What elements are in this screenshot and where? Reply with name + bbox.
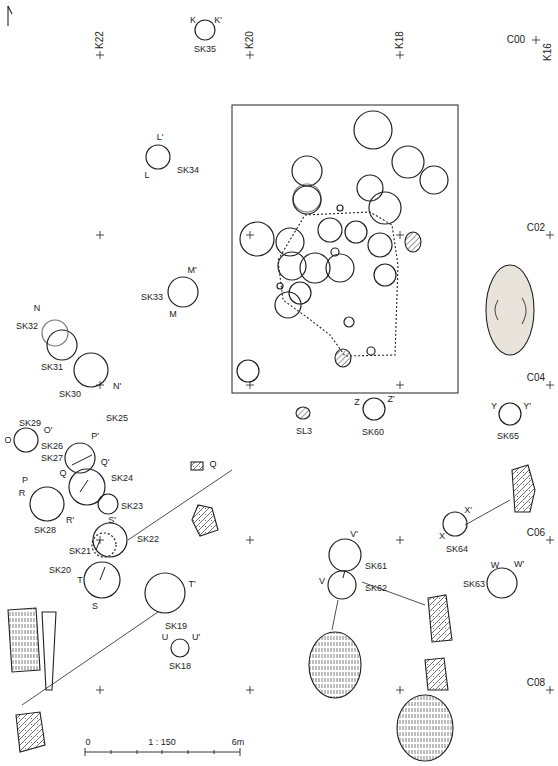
feature-label: W <box>491 560 500 570</box>
feature-label: L' <box>157 132 164 142</box>
feature-label: M' <box>187 265 196 275</box>
grid-label: C02 <box>527 223 545 233</box>
feature-label: SK18 <box>169 661 191 671</box>
feature-label: SK35 <box>194 44 216 54</box>
feature-label: Q <box>59 468 66 478</box>
feature-label: Y <box>491 401 497 411</box>
feature-label: Q <box>209 459 216 469</box>
feature-label: SK22 <box>137 534 159 544</box>
feature-label: SK34 <box>177 165 199 175</box>
feature-label: SK61 <box>365 561 387 571</box>
feature-label: SK21 <box>69 546 91 556</box>
feature-label: SK33 <box>141 292 163 302</box>
feature-label: SK23 <box>121 501 143 511</box>
feature-label: K' <box>214 15 222 25</box>
grid-label: C08 <box>527 678 545 688</box>
feature-label: SK65 <box>497 431 519 441</box>
feature-label: SK29 <box>19 418 41 428</box>
feature-label: SK27 <box>41 453 63 463</box>
feature-label: L <box>144 170 149 180</box>
feature-label: N <box>34 303 41 313</box>
feature-label: O <box>4 435 11 445</box>
feature-label: X' <box>464 505 472 515</box>
feature-label: T' <box>188 579 195 589</box>
feature-label: SK62 <box>365 583 387 593</box>
feature-label: M <box>169 309 177 319</box>
feature-label: U <box>162 632 169 642</box>
grid-label: K18 <box>395 31 405 49</box>
feature-label: P <box>22 475 28 485</box>
feature-label: V' <box>350 529 358 539</box>
grid-label: C04 <box>527 373 545 383</box>
feature-label: X <box>439 531 445 541</box>
feature-label: SK19 <box>165 621 187 631</box>
grid-label: C06 <box>527 528 545 538</box>
feature-label: SL3 <box>296 426 312 436</box>
grid-label: K22 <box>95 31 105 49</box>
feature-label: SK26 <box>41 441 63 451</box>
feature-label: Z <box>354 397 360 407</box>
grid-label: K16 <box>543 43 553 61</box>
feature-label: R <box>19 488 26 498</box>
feature-label: SK24 <box>111 473 133 483</box>
feature-label: 6m <box>232 737 245 747</box>
feature-label: K <box>190 15 196 25</box>
feature-label: N' <box>113 381 121 391</box>
feature-label: Z' <box>387 394 394 404</box>
feature-label: 0 <box>85 737 90 747</box>
grid-label: K20 <box>245 31 255 49</box>
feature-label: SK28 <box>34 525 56 535</box>
feature-label: R' <box>66 515 74 525</box>
feature-label: V <box>319 576 325 586</box>
feature-label: S' <box>108 515 116 525</box>
grid-label: C00 <box>507 35 525 45</box>
feature-label: O' <box>44 425 53 435</box>
feature-label: SK32 <box>16 321 38 331</box>
feature-label: U' <box>192 632 200 642</box>
feature-label: Y' <box>523 401 531 411</box>
feature-label: Q' <box>101 457 110 467</box>
feature-label: SK30 <box>59 389 81 399</box>
feature-label: SK31 <box>41 362 63 372</box>
feature-label: T <box>77 575 83 585</box>
feature-label: SK63 <box>463 579 485 589</box>
feature-label: SK60 <box>362 427 384 437</box>
feature-label: SK64 <box>446 544 468 554</box>
feature-label: S <box>92 601 98 611</box>
feature-label: P' <box>91 431 99 441</box>
feature-label: SK20 <box>49 565 71 575</box>
feature-label: W' <box>514 559 524 569</box>
feature-label: SK25 <box>106 413 128 423</box>
feature-label: 1 : 150 <box>148 737 176 747</box>
